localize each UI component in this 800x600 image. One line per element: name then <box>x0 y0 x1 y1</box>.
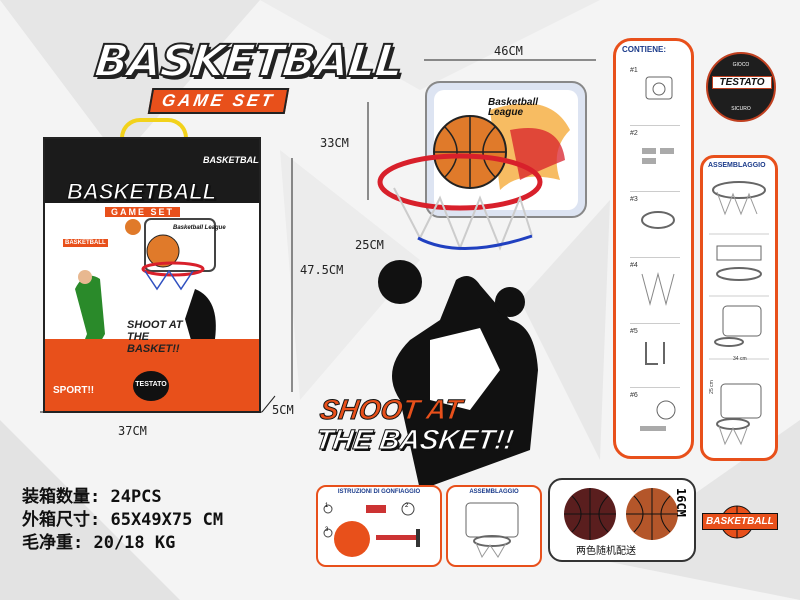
contents-step-3: #3 <box>630 191 680 247</box>
random-color-caption: 两色随机配送 <box>576 546 636 557</box>
hooks-icon <box>645 342 665 365</box>
box-corner-badge: BASKETBALL <box>63 239 108 247</box>
ball-size-label: 16CM <box>674 488 688 517</box>
packing-info: 装箱数量: 24PCS 外箱尺寸: 65X49X75 CM 毛净重: 20/18… <box>22 486 223 555</box>
contents-step-5: #5 <box>630 323 680 379</box>
corner-logo-text: BASKETBALL <box>702 513 778 530</box>
assembly-card-title: ASSEMBLAGGIO <box>469 489 519 495</box>
ball-pump-icon <box>640 400 676 431</box>
box-slogan: SHOOT AT THE BASKET!! <box>127 319 183 355</box>
carton-size: 外箱尺寸: 65X49X75 CM <box>22 510 224 530</box>
hoop-illustration <box>377 81 587 490</box>
step-number: #3 <box>630 196 638 203</box>
assembly-steps-illustration <box>709 181 769 446</box>
net-icon <box>641 272 675 306</box>
inflation-instructions-card: ISTRUZIONI DI GONFIAGGIO 1 2 3 <box>316 485 442 567</box>
box-sport-label: SPORT!! <box>53 385 95 396</box>
corner-logo: BASKETBALL <box>702 495 778 549</box>
box-board-text: Basketball League <box>173 225 226 231</box>
testato-badge: GIOCO TESTATO SICURO <box>706 52 776 122</box>
slogan: SHOOT AT THE BASKET!! <box>313 394 520 456</box>
assembly-panel: ASSEMBLAGGIO 34 cm 25 cm <box>700 155 778 461</box>
slogan-line2: THE BASKET!! <box>313 424 516 456</box>
assembly-card: ASSEMBLAGGIO <box>446 485 542 567</box>
backboard-text: Basketball League <box>488 97 539 118</box>
board-height-label: 33CM <box>320 136 349 150</box>
assembly-title: ASSEMBLAGGIO <box>708 162 766 169</box>
badge-top-text: GIOCO <box>732 62 750 68</box>
step-number: #2 <box>630 130 638 137</box>
backboard-icon <box>645 76 673 100</box>
gross-net-weight: 毛净重: 20/18 KG <box>22 533 176 553</box>
product-box: BASKETBALL BASKETBALL GAME SET SHOOT AT … <box>43 137 261 413</box>
hoop-mini-icon <box>465 502 519 559</box>
box-subtitle: GAME SET <box>105 207 181 217</box>
inflation-steps-illustration <box>323 502 420 557</box>
rim-icon <box>641 211 675 229</box>
badge-text: TESTATO <box>712 76 772 89</box>
step-number: #4 <box>630 262 638 269</box>
packing-quantity: 装箱数量: 24PCS <box>22 487 162 507</box>
screws-icon <box>642 148 674 164</box>
inflation-step-2: 2 <box>405 503 409 509</box>
badge-bottom-text: SICURO <box>731 106 751 112</box>
step-number: #5 <box>630 328 638 335</box>
box-title: BASKETBALL <box>66 179 217 205</box>
box-brand: BASKETBALL <box>203 155 261 165</box>
contents-step-1: #1 <box>630 63 680 118</box>
box-handle <box>120 118 188 152</box>
board-width-label: 46CM <box>494 44 523 58</box>
contents-step-2: #2 <box>630 125 680 181</box>
box-header <box>45 139 259 203</box>
slogan-line1: SHOOT AT <box>318 394 465 426</box>
contents-step-6: #6 <box>630 387 680 443</box>
step-number: #1 <box>630 67 638 74</box>
inflation-instructions-title: ISTRUZIONI DI GONFIAGGIO <box>337 489 421 495</box>
assembly-label-b: 25 cm <box>708 380 715 394</box>
box-badge <box>133 371 169 401</box>
box-badge-text: TESTATO <box>135 381 167 388</box>
box-height-label: 47.5CM <box>300 263 344 277</box>
inflation-step-3: 3 <box>325 527 329 533</box>
contents-step-4: #4 <box>630 257 680 313</box>
box-depth-label: 5CM <box>272 403 294 417</box>
assembly-label-a: 34 cm <box>733 356 747 362</box>
contents-title: CONTIENE: <box>622 45 666 54</box>
box-width-label: 37CM <box>118 424 147 438</box>
step-number: #6 <box>630 392 638 399</box>
inflation-step-1: 1 <box>325 503 329 509</box>
contents-panel: CONTIENE: #1 #2 #3 #4 #5 #6 <box>613 38 694 459</box>
basketballs-image <box>564 488 678 540</box>
rim-diameter-label: 25CM <box>355 238 384 252</box>
balls-card: 两色随机配送 <box>548 478 696 562</box>
